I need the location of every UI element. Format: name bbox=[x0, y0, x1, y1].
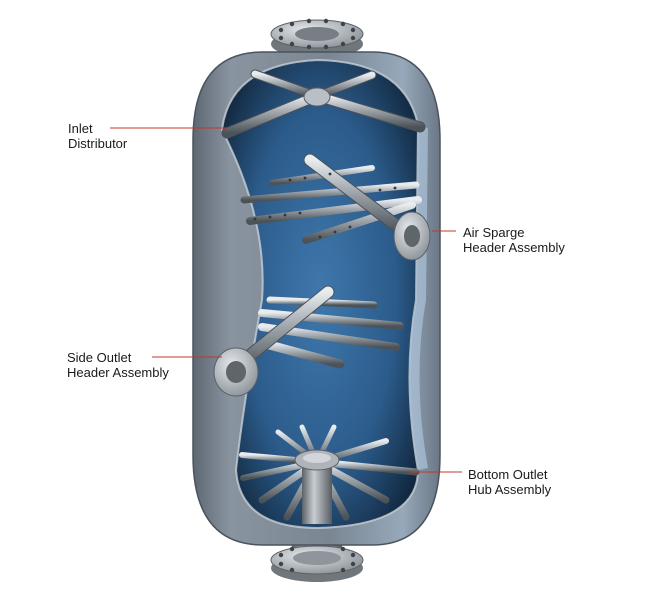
bottom-outlet-label-line2: Hub Assembly bbox=[468, 482, 552, 497]
air-sparge-label-line1: Air Sparge bbox=[463, 225, 525, 240]
bottom-outlet-hub-label: Bottom Outlet Hub Assembly bbox=[468, 467, 551, 497]
side-outlet-label-line1: Side Outlet bbox=[67, 350, 132, 365]
inlet-distributor bbox=[221, 69, 426, 139]
side-outlet-header bbox=[213, 285, 404, 397]
air-sparge-label-line2: Header Assembly bbox=[463, 240, 565, 255]
inlet-label-line1: Inlet bbox=[68, 121, 93, 136]
top-nozzle bbox=[270, 18, 364, 82]
inlet-label-line2: Distributor bbox=[68, 136, 128, 151]
side-outlet-header-label: Side Outlet Header Assembly bbox=[67, 350, 169, 380]
air-sparge-header bbox=[240, 153, 431, 261]
bottom-outlet-label-line1: Bottom Outlet bbox=[468, 467, 548, 482]
bottom-outlet-hub bbox=[239, 424, 420, 524]
leader-lines bbox=[110, 127, 462, 473]
inlet-distributor-label: Inlet Distributor bbox=[68, 121, 127, 151]
side-outlet-label-line2: Header Assembly bbox=[67, 365, 169, 380]
air-sparge-header-label: Air Sparge Header Assembly bbox=[463, 225, 565, 255]
